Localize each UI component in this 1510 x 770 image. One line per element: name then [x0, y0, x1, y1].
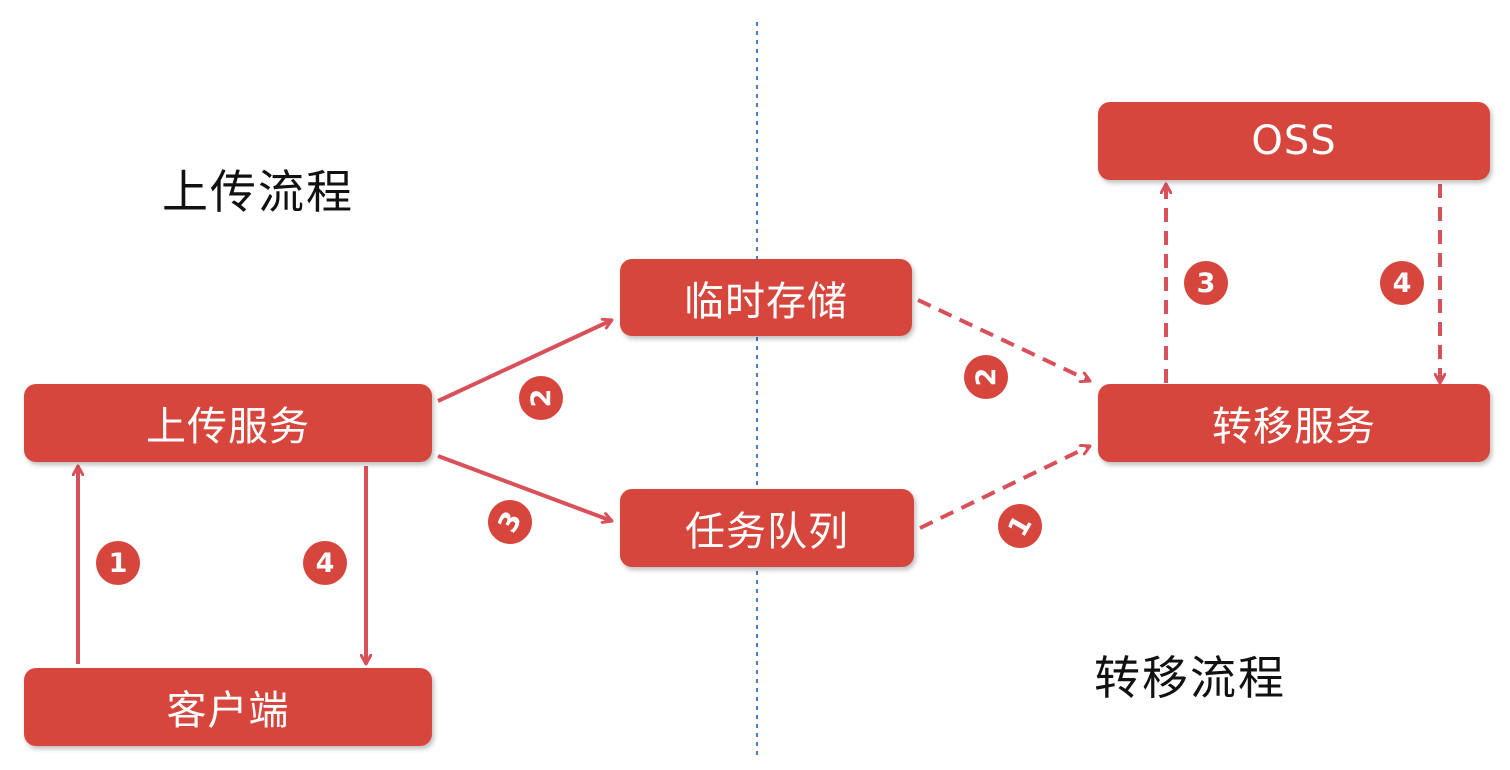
task-queue-node: 任务队列 — [620, 489, 914, 567]
step-badge-upload-2: 2 — [519, 376, 563, 420]
transfer-service-node: 转移服务 — [1098, 384, 1490, 462]
step-badge-upload-4: 4 — [303, 541, 347, 585]
edge-upload-service-to-task-queue — [437, 454, 612, 521]
transfer-flow-title: 转移流程 — [1094, 651, 1286, 705]
step-badge-upload-1: 1 — [96, 541, 140, 585]
edge-task-queue-to-transfer-service — [919, 446, 1090, 530]
edge-upload-service-to-temp-storage — [437, 320, 612, 403]
edge-temp-storage-to-transfer-service — [917, 298, 1090, 381]
upload-service-node: 上传服务 — [24, 384, 432, 462]
client-node: 客户端 — [24, 668, 432, 746]
step-badge-transfer-2: 2 — [964, 355, 1008, 399]
step-badge-transfer-4: 4 — [1380, 261, 1424, 305]
temp-storage-node: 临时存储 — [620, 259, 912, 336]
oss-node: OSS — [1098, 102, 1490, 180]
upload-flow-title: 上传流程 — [162, 165, 354, 219]
step-badge-transfer-3: 3 — [1184, 261, 1228, 305]
